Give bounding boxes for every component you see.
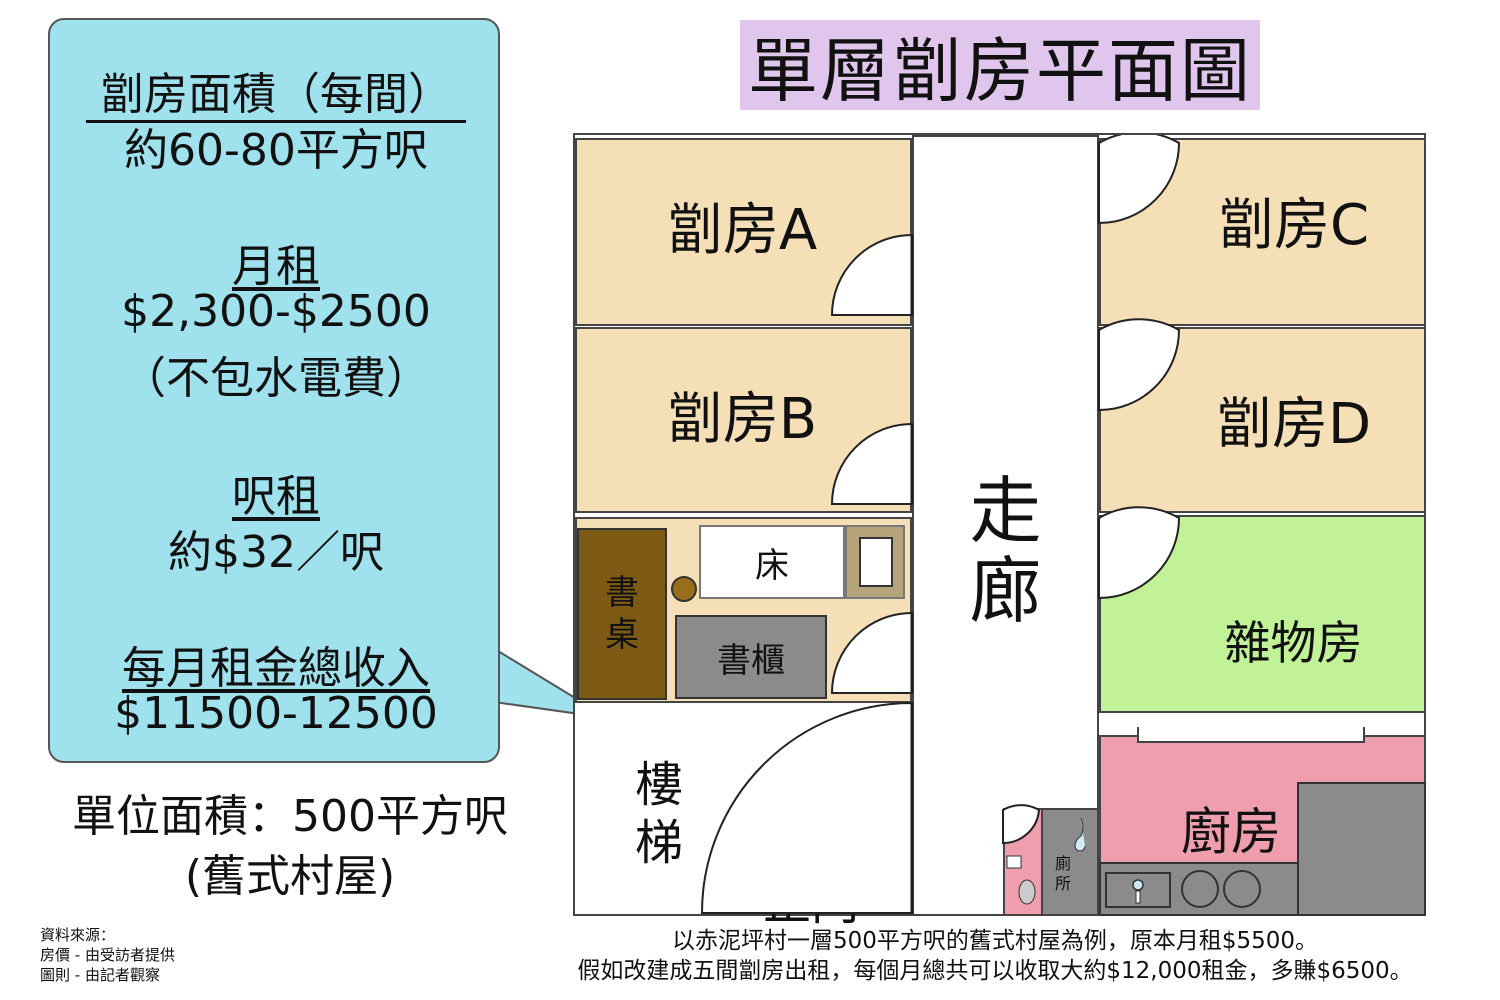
room-b-label: 劏房B <box>666 386 818 452</box>
kitchen-notch <box>1137 727 1365 743</box>
corridor-label-2: 廊 <box>969 549 1042 633</box>
caption: 以赤泥坪村一層500平方呎的舊式村屋為例，原本月租$5500。 假如改建成五間劏… <box>490 926 1500 986</box>
rent-heading: 月租 <box>232 241 320 292</box>
caption-line1: 以赤泥坪村一層500平方呎的舊式村屋為例，原本月租$5500。 <box>671 928 1319 954</box>
sqft-heading: 呎租 <box>232 471 320 522</box>
room-b: 劏房B <box>575 327 912 513</box>
room-a: 劏房A <box>575 138 912 326</box>
burner-left <box>1181 870 1219 908</box>
room-c-label: 劏房C <box>1217 192 1370 258</box>
income-value: $11500-12500 <box>114 688 438 739</box>
caption-line2: 假如改建成五間劏房出租，每個月總共可以收取大約$12,000租金，多賺$6500… <box>577 958 1413 984</box>
info-bubble: 劏房面積（每間） 約60-80平方呎 月租 $2,300-$2500 （不包水電… <box>48 18 500 763</box>
pillow-frame <box>845 525 905 599</box>
desk: 書 桌 <box>577 528 667 700</box>
source-plan: 圖則 - 由記者觀察 <box>40 966 160 984</box>
sqft-value: 約$32／呎 <box>168 527 384 578</box>
faucet-icon <box>1132 879 1144 904</box>
stairs-label-2: 梯 <box>635 815 684 871</box>
unit-type: (舊式村屋) <box>184 851 396 902</box>
corridor-label-1: 走 <box>969 469 1042 553</box>
rent-value: $2,300-$2500 <box>121 286 431 337</box>
sink <box>1105 872 1171 908</box>
toilet-label-2: 所 <box>1055 874 1072 893</box>
main-door-label: 正門 <box>763 875 860 931</box>
desk-label-1: 書 <box>605 573 639 613</box>
page-title: 單層劏房平面圖 <box>740 20 1260 112</box>
income-heading: 每月租金總收入 <box>122 643 430 694</box>
source-block: 資料來源： 房價 - 由受訪者提供 圖則 - 由記者觀察 <box>40 925 175 985</box>
corridor: 走 廊 <box>912 135 1099 916</box>
bed: 床 <box>699 525 845 599</box>
source-heading: 資料來源： <box>40 926 116 944</box>
stove-counter <box>1099 862 1299 916</box>
storage-room: 雜物房 <box>1099 515 1426 713</box>
rent-note: （不包水電費） <box>122 353 430 404</box>
source-price: 房價 - 由受訪者提供 <box>40 946 175 964</box>
pillow <box>859 537 893 587</box>
kitchen-label: 廚房 <box>1181 803 1281 861</box>
toilet-fixtures <box>1006 817 1086 905</box>
toilet-room: 廁 所 <box>1003 808 1099 916</box>
chair <box>671 576 697 602</box>
stairs-label-1: 樓 <box>635 757 684 813</box>
storage-label: 雜物房 <box>1224 616 1363 670</box>
toilet-label-1: 廁 <box>1055 854 1072 873</box>
burner-right <box>1223 870 1261 908</box>
toilet-floor <box>1043 810 1097 914</box>
room-d-label: 劏房D <box>1215 391 1372 457</box>
floor-plan: 劏房A 劏房B 走 廊 劏房C 劏房D 雜物房 廚房 廁 <box>573 133 1426 931</box>
unit-area: 單位面積：500平方呎 <box>72 791 508 842</box>
room-a-label: 劏房A <box>666 197 818 263</box>
room-c: 劏房C <box>1099 138 1426 326</box>
area-heading: 劏房面積（每間） <box>50 58 502 123</box>
room-d: 劏房D <box>1099 327 1426 513</box>
desk-label-2: 桌 <box>605 615 639 655</box>
area-value: 約60-80平方呎 <box>124 125 428 176</box>
kitchen-counter <box>1297 782 1426 916</box>
bookcase: 書櫃 <box>675 615 827 699</box>
